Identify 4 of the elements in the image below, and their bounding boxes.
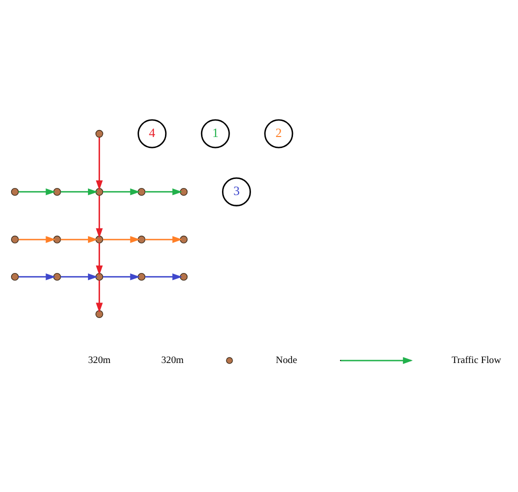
legend-label: Traffic Flow xyxy=(452,354,502,366)
label: 320m xyxy=(88,354,111,366)
label: 320m xyxy=(161,354,184,366)
legend-label: Node xyxy=(276,354,298,366)
